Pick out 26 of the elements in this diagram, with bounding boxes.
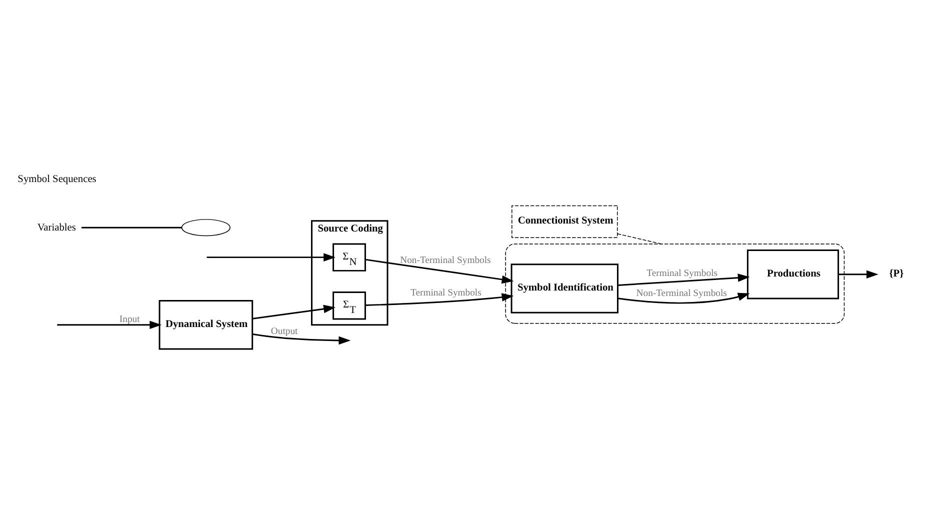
arrow xyxy=(365,292,514,306)
arrow xyxy=(838,270,878,278)
edge-label: Input xyxy=(119,314,140,325)
node-box: Dynamical System xyxy=(158,300,254,350)
arrow xyxy=(206,252,336,261)
node-text: {P} xyxy=(889,268,904,279)
node-ellipse xyxy=(181,218,230,236)
edge-label: Terminal Symbols xyxy=(646,268,718,279)
connector xyxy=(82,226,182,228)
node-box: Productions xyxy=(746,249,840,299)
connector xyxy=(617,232,662,244)
node-text: Variables xyxy=(37,222,76,233)
arrow xyxy=(365,258,514,284)
cluster xyxy=(505,243,845,324)
edge-label: Non-Terminal Symbols xyxy=(400,254,491,266)
arrow xyxy=(57,320,162,329)
arrow xyxy=(252,332,351,344)
arrow xyxy=(618,273,750,286)
edge-label: Terminal Symbols xyxy=(410,286,482,298)
edge-label: Non-Terminal Symbols xyxy=(636,288,727,299)
node-box: Connectionist System xyxy=(512,204,618,238)
label: Symbol Sequences xyxy=(18,174,96,185)
node-box: Symbol Identification xyxy=(510,263,618,313)
arrow xyxy=(252,304,336,319)
edge-label: Output xyxy=(270,326,298,337)
arrow xyxy=(618,292,750,304)
